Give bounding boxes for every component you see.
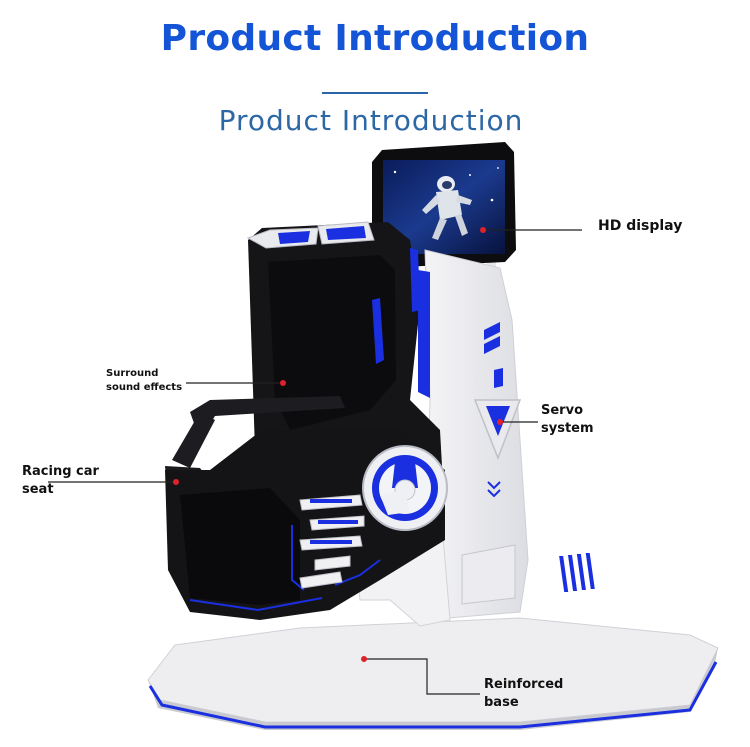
callout-seat-line1: Racing car [22, 464, 99, 479]
callout-base-line1: Reinforced [484, 677, 564, 692]
page-title: Product Introduction [160, 18, 590, 59]
callout-servo-line2: system [541, 421, 594, 436]
callout-base-line2: base [484, 695, 519, 710]
callout-reinforced-base: Reinforced base [484, 676, 563, 712]
front-plates [299, 494, 365, 589]
callout-lines [48, 227, 582, 695]
callout-racing-seat: Racing car seat [22, 463, 99, 499]
callout-sound-line2: sound effects [106, 382, 183, 393]
reinforced-base [147, 617, 719, 730]
callout-servo-line1: Servo [541, 403, 583, 418]
callout-hd-display: HD display [598, 218, 683, 234]
astronaut-image [422, 176, 472, 240]
callout-seat-line2: seat [22, 482, 54, 497]
steering-wheel [362, 445, 448, 531]
page-subtitle: Product Introduction [218, 104, 524, 137]
title-divider [322, 92, 428, 94]
callout-surround-sound: Surround sound effects [106, 367, 182, 395]
headrest-blocks [246, 221, 375, 249]
callout-servo-system: Servo system [541, 402, 594, 438]
racing-seat [165, 221, 448, 620]
white-tower [424, 249, 595, 621]
callout-sound-line1: Surround [106, 368, 159, 379]
